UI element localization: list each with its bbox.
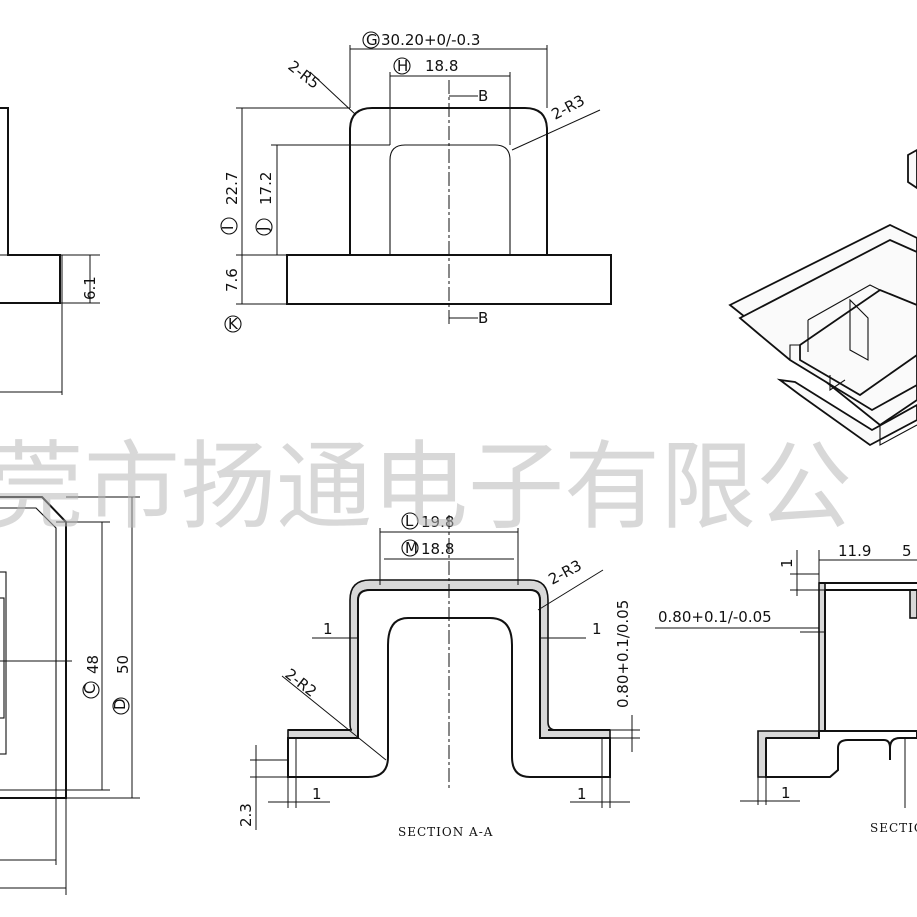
sec-a-outer-width-dim: 19.8 <box>421 513 454 531</box>
inner-height-dim: 17.2 <box>257 172 275 205</box>
tag-h: H <box>397 57 408 75</box>
tag-j-circle <box>255 218 273 236</box>
tag-m-circle <box>401 539 419 557</box>
tag-m: M <box>405 539 418 557</box>
tag-i: I <box>219 226 237 230</box>
tag-g-circle <box>362 31 380 49</box>
sec-b-width-cut-dim: 5 <box>902 542 912 560</box>
company-watermark: 莞市扬通电子有限公 <box>0 431 852 543</box>
section-b-caption: SECTIO <box>870 821 917 835</box>
sec-a-thickness-dim: 0.80+0.1/0.05 <box>614 600 632 708</box>
section-a-a: L 19.8 M 18.8 2-R3 2-R2 1 1 0.80+0.1/0.0… <box>237 512 640 839</box>
tag-j: J <box>254 227 272 232</box>
radius-r5-label: 2-R5 <box>285 57 324 93</box>
sec-a-inner-width-dim: 18.8 <box>421 540 454 558</box>
section-a-caption: SECTION A-A <box>398 825 493 839</box>
tag-c: C <box>81 684 99 694</box>
tag-d-circle <box>112 697 130 715</box>
sec-a-wall-right-dim: 1 <box>592 620 602 638</box>
sec-a-wall-left-dim: 1 <box>323 620 333 638</box>
left-top-partial-view: 6.1 <box>0 107 100 395</box>
outer-50-dim: 50 <box>114 655 132 674</box>
tag-h-circle <box>393 57 411 75</box>
sec-a-base-left-dim: 1 <box>312 785 322 803</box>
tag-k-circle <box>224 315 242 333</box>
inner-width-dim: 18.8 <box>425 57 458 75</box>
left-bottom-partial-view: 48 C 50 D <box>0 496 140 895</box>
outer-width-dim: 30.20+0/-0.3 <box>381 31 480 49</box>
tag-l-circle <box>401 512 419 530</box>
base-height-dim: 7.6 <box>223 268 241 292</box>
section-b: 1 11.9 5 0.80+0.1/-0.05 1 SECTIO <box>655 542 917 835</box>
inner-48-dim: 48 <box>84 655 102 674</box>
tag-i-circle <box>220 217 238 235</box>
section-mark-b-top: B <box>478 87 488 105</box>
sec-a-base-height-dim: 2.3 <box>237 803 255 827</box>
sec-a-radius-r2: 2-R2 <box>282 665 321 701</box>
isometric-view <box>728 148 917 447</box>
tag-g: G <box>366 31 378 49</box>
total-height-dim: 22.7 <box>223 172 241 205</box>
sec-b-top-left-dim: 1 <box>778 558 796 568</box>
sec-a-radius-r3: 2-R3 <box>545 556 584 588</box>
section-mark-b-bottom: B <box>478 309 488 327</box>
sec-a-base-right-dim: 1 <box>577 785 587 803</box>
flange-dim-label: 6.1 <box>81 276 99 300</box>
tag-d: D <box>111 698 129 710</box>
sec-b-base-dim: 1 <box>781 784 791 802</box>
tag-l: L <box>405 512 414 530</box>
tag-k: K <box>228 315 239 333</box>
front-view: G 30.20+0/-0.3 H 18.8 2-R5 2-R3 B B 22.7… <box>219 31 612 333</box>
sec-b-width-dim: 11.9 <box>838 542 871 560</box>
sec-b-thickness-dim: 0.80+0.1/-0.05 <box>658 608 772 626</box>
tag-c-circle <box>82 681 100 699</box>
